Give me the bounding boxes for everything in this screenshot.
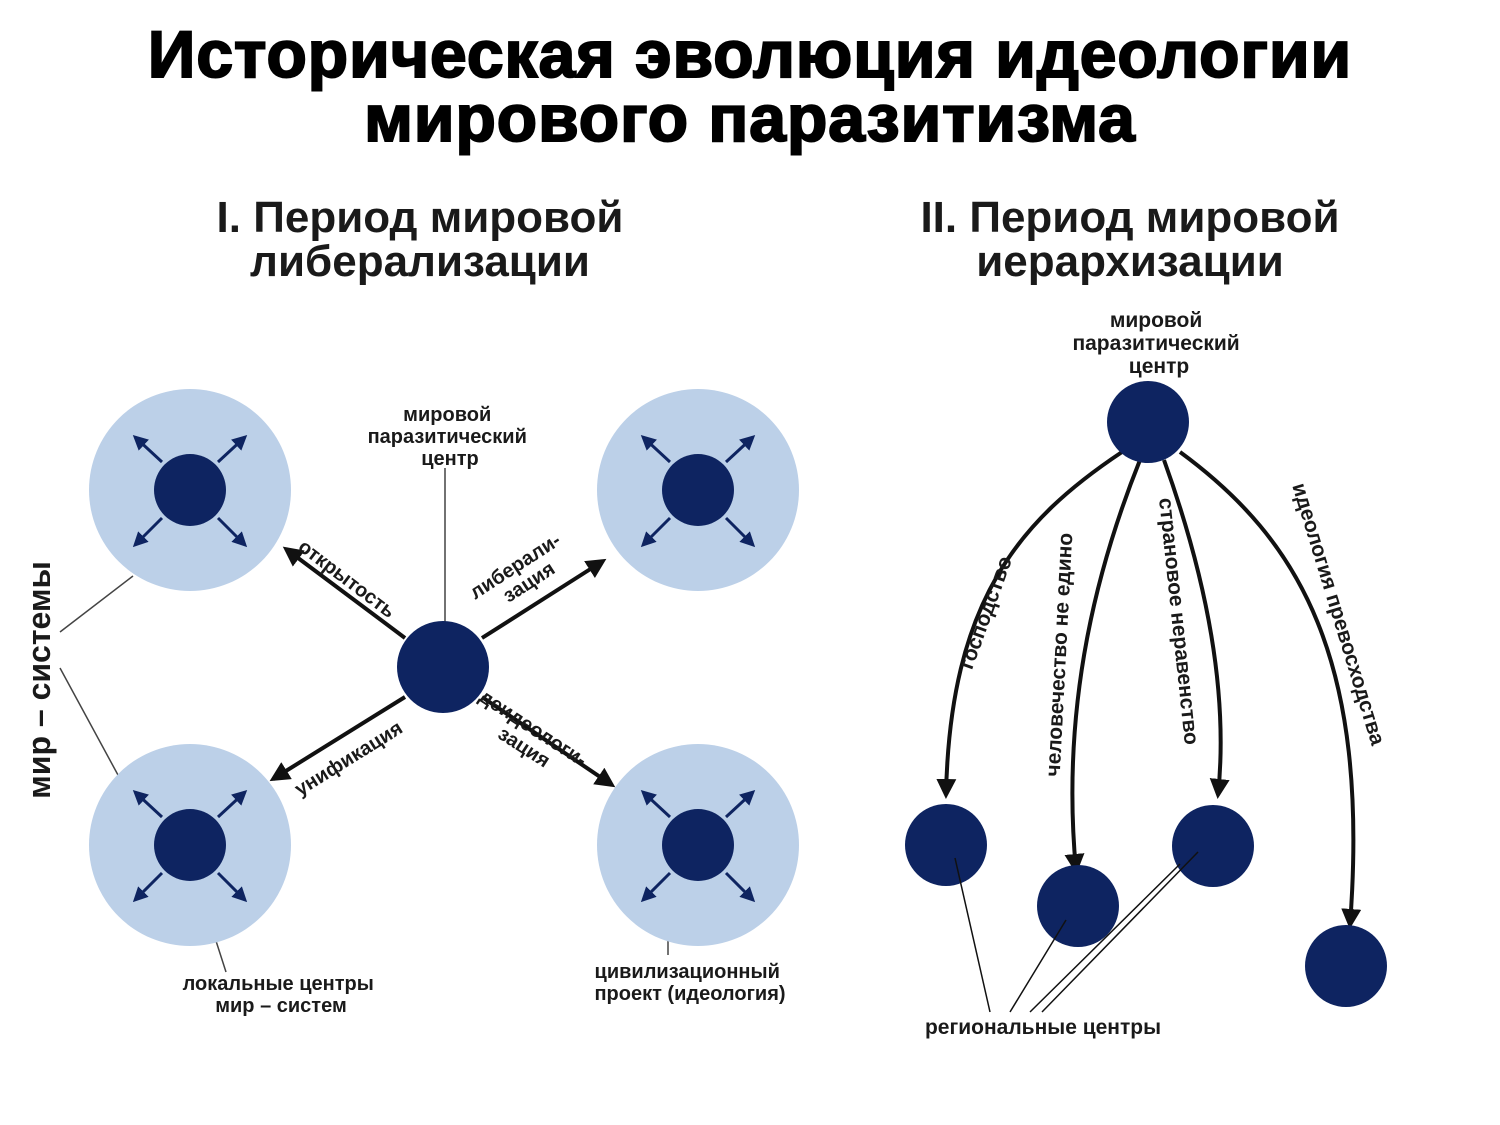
arrow-humanity-not-one [1064,459,1142,874]
radial-arrows [132,789,248,903]
world-system-top-right [597,389,799,591]
hierarchy-arrows [936,450,1362,929]
local-center-node [154,454,226,526]
side-leader-line-top [59,575,134,633]
center-arrows [269,546,616,788]
arrow-label-liberalization: либерали- зация [466,526,581,621]
right-panel: мировой паразитический центр господство … [905,309,1389,1039]
radial-arrows [640,434,756,548]
left-panel-heading: I. Период мировой либерализации [130,196,710,284]
arrow-label-deideologization: деидеологи- зация [464,686,596,792]
left-heading-line-1: I. Период мировой [216,193,624,242]
arrow-label-ideology-superiority: идеология превосходства [1287,480,1389,748]
center-label: мировой паразитический центр [368,404,533,470]
arrow-country-inequality [1162,459,1230,799]
arrow-label-openness: открытость [294,536,400,623]
arrow-label-humanity-not-one: человечество не едино [1042,532,1078,777]
arrow-label-country-inequality: страновое неравенство [1154,497,1203,746]
world-system-bottom-left [89,744,291,946]
world-parasitic-center-node [397,621,489,713]
arrow-label-dominance: господство [955,553,1017,672]
right-heading-line-1: II. Период мировой [920,193,1340,242]
regional-center-node-3 [1172,805,1254,887]
regional-leader-lines [954,851,1199,1013]
local-centers-label: локальные центры мир – систем [183,973,380,1017]
arrow-deideologization [480,695,616,788]
left-heading-line-2: либерализации [250,237,590,286]
left-panel: мировой паразитический центр открытость … [21,389,799,1017]
local-center-node [662,454,734,526]
right-panel-heading: II. Период мировой иерархизации [840,196,1420,284]
right-center-label: мировой паразитический центр [1072,309,1245,378]
arrow-unification [269,695,407,782]
arrow-ideology-superiority [1178,450,1362,929]
world-systems-side-label: мир – системы [21,561,57,799]
regional-center-node-4 [1305,925,1387,1007]
local-center-node [662,809,734,881]
right-heading-line-2: иерархизации [976,237,1284,286]
civilization-project-label: цивилизационный проект (идеология) [594,961,785,1005]
world-system-top-left [89,389,291,591]
title-line-2: мирового паразитизма [363,81,1136,155]
arrow-liberalization [480,558,607,640]
radial-arrows [640,789,756,903]
local-center-node [154,809,226,881]
title-line-1: Историческая эволюция идеологии [147,17,1353,91]
regional-centers-label: региональные центры [925,1016,1161,1039]
radial-arrows [132,434,248,548]
arrow-openness [282,546,407,640]
regional-center-node-1 [905,804,987,886]
world-system-bottom-right [597,744,799,946]
arrow-dominance [936,450,1124,799]
page-title: Историческая эволюция идеологии мирового… [0,17,1500,155]
side-leader-line-bottom [59,667,119,776]
regional-center-node-2 [1037,865,1119,947]
right-world-parasitic-center-node [1107,381,1189,463]
